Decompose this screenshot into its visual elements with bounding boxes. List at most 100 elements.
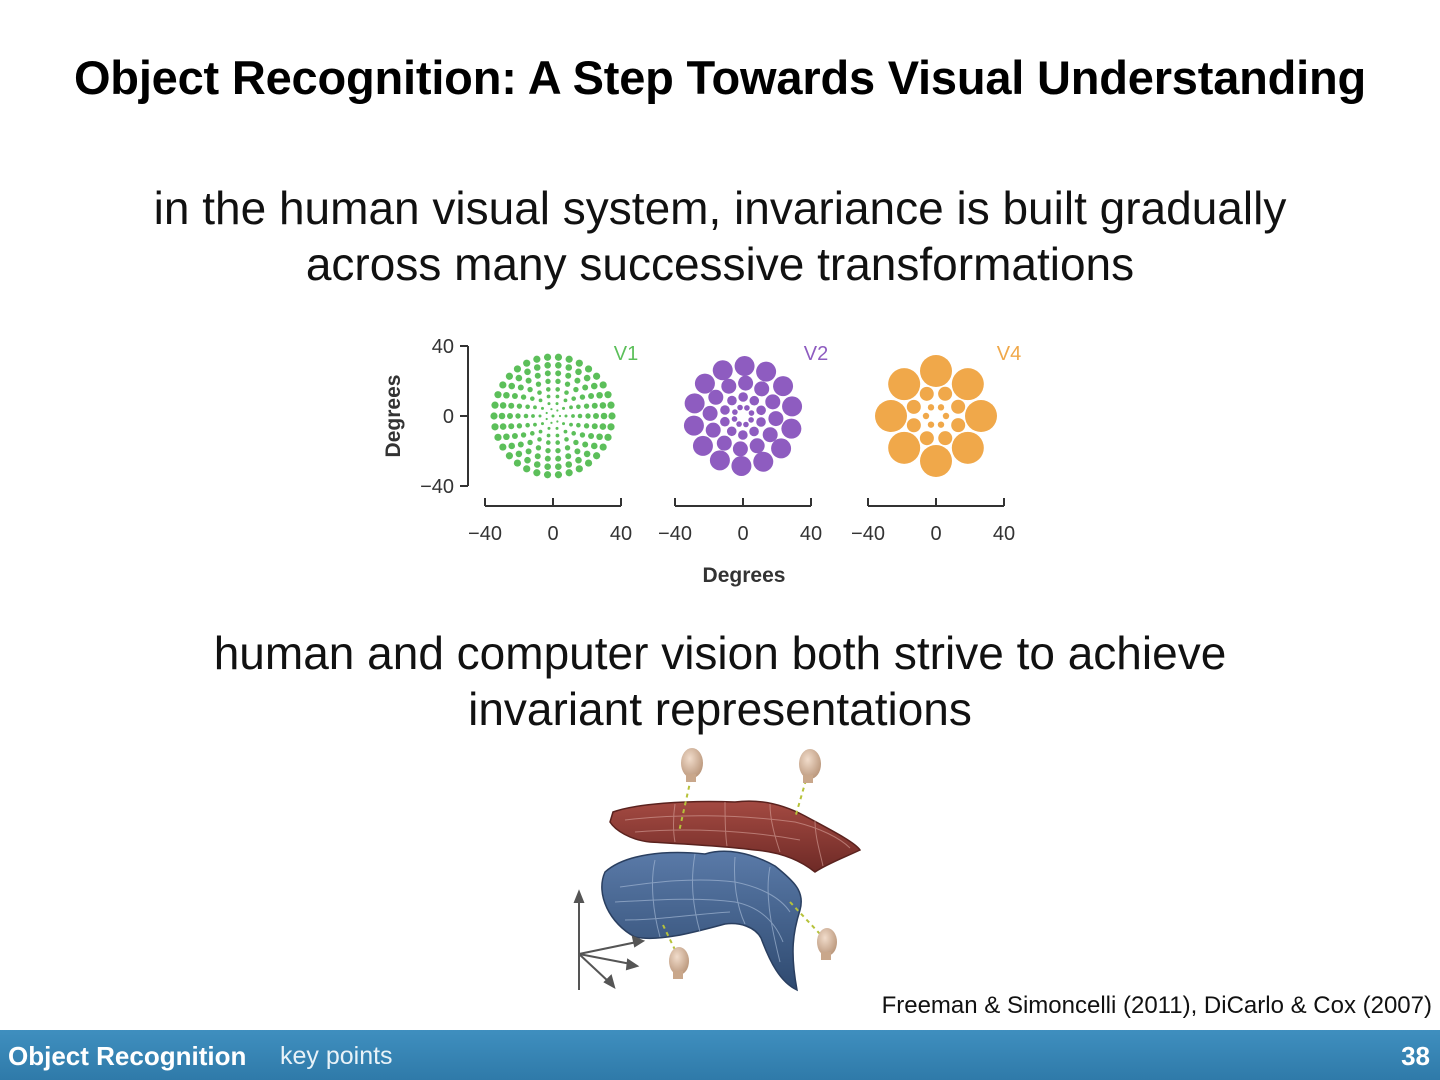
receptive-field-dot	[569, 423, 573, 427]
receptive-field-dot	[500, 423, 507, 430]
receptive-field-dot	[524, 457, 531, 464]
receptive-field-dot	[523, 465, 530, 472]
receptive-field-dot	[508, 423, 514, 429]
receptive-field-dot	[544, 463, 551, 470]
receptive-field-dot	[491, 423, 498, 430]
receptive-field-dot	[545, 379, 550, 384]
receptive-field-dot	[765, 394, 780, 409]
receptive-field-dot	[514, 365, 521, 372]
receptive-field-dot	[727, 396, 737, 406]
x-tick-label: −40	[658, 523, 692, 545]
receptive-field-dot	[565, 453, 571, 459]
receptive-field-dot	[547, 427, 550, 430]
citation-credit: Freeman & Simoncelli (2011), DiCarlo & C…	[882, 992, 1432, 1020]
receptive-field-dot	[952, 432, 984, 464]
receptive-field-dot	[555, 440, 560, 445]
receptive-field-dot	[571, 396, 576, 401]
receptive-field-dot	[607, 402, 614, 409]
receptive-field-dot	[920, 387, 934, 401]
receptive-field-dot	[578, 414, 583, 419]
receptive-field-dot	[535, 453, 541, 459]
face-head-icon	[817, 928, 837, 960]
receptive-field-dot	[695, 374, 715, 394]
receptive-field-dot	[771, 438, 791, 458]
receptive-field-dot	[608, 412, 615, 419]
paragraph-line: in the human visual system, invariance i…	[0, 180, 1440, 236]
receptive-field-dot	[555, 379, 560, 384]
receptive-field-dot	[907, 400, 921, 414]
receptive-field-dot	[749, 396, 759, 406]
receptive-field-dot	[573, 387, 578, 392]
receptive-field-dot	[720, 405, 730, 415]
footer-subtitle: key points	[280, 1042, 393, 1071]
receptive-field-dot	[556, 395, 560, 399]
receptive-field-dot	[490, 412, 497, 419]
receptive-field-dot	[546, 387, 551, 392]
receptive-field-dot	[585, 413, 590, 418]
receptive-field-dot	[562, 422, 565, 425]
receptive-field-dot	[588, 433, 594, 439]
receptive-field-dot	[721, 379, 736, 394]
area-label: V1	[614, 343, 638, 365]
receptive-field-dot	[585, 365, 592, 372]
receptive-field-dot	[541, 422, 544, 425]
receptive-field-dot	[604, 434, 611, 441]
receptive-field-dot	[534, 461, 541, 468]
receptive-field-dot	[952, 368, 984, 400]
receptive-field-dot	[521, 432, 526, 437]
receptive-field-dot	[555, 370, 561, 376]
receptive-field-dot	[943, 413, 949, 419]
receptive-field-dot	[763, 427, 778, 442]
receptive-field-dot	[539, 430, 543, 434]
receptive-field-dot	[491, 402, 498, 409]
receptive-field-dot	[888, 368, 920, 400]
receptive-field-dot	[753, 452, 773, 472]
receptive-field-dot	[507, 413, 513, 419]
x-tick-label: 40	[800, 523, 822, 545]
receptive-field-dot	[517, 403, 522, 408]
receptive-field-dot	[555, 456, 561, 462]
receptive-field-dot	[556, 402, 559, 405]
manifold-illustration	[565, 742, 875, 997]
receptive-field-dot	[748, 417, 754, 423]
receptive-field-dot	[749, 410, 755, 416]
receptive-field-dot	[544, 471, 551, 478]
receptive-field-dot	[545, 456, 551, 462]
receptive-field-dot	[546, 418, 548, 420]
receptive-field-dot	[585, 459, 592, 466]
receptive-field-dot	[535, 373, 541, 379]
receptive-field-dot	[541, 407, 544, 410]
receptive-field-dot	[584, 403, 589, 408]
face-head-icon	[669, 947, 689, 979]
receptive-field-dot	[593, 373, 600, 380]
area-label: V4	[997, 343, 1021, 365]
receptive-field-dot	[938, 431, 952, 445]
paragraph-line: human and computer vision both strive to…	[0, 625, 1440, 681]
receptive-field-dot	[555, 448, 560, 453]
receptive-field-dot	[556, 434, 560, 438]
receptive-field-dot	[516, 451, 523, 458]
y-axis-label: Degrees	[382, 375, 405, 458]
receptive-field-dot	[546, 440, 551, 445]
x-tick-label: 0	[737, 523, 748, 545]
receptive-field-dot	[547, 402, 550, 405]
receptive-field-dot	[782, 396, 802, 416]
receptive-field-dot	[600, 443, 607, 450]
receptive-field-dot	[600, 423, 607, 430]
receptive-field-dot	[555, 354, 562, 361]
receptive-field-dot	[565, 373, 571, 379]
receptive-field-dot	[607, 423, 614, 430]
receptive-field-dot	[584, 423, 589, 428]
receptive-field-dot	[565, 381, 570, 386]
receptive-field-dot	[534, 364, 541, 371]
receptive-field-dot	[531, 414, 535, 418]
receptive-field-dot	[732, 409, 738, 415]
receptive-field-dot	[517, 423, 522, 428]
receptive-field-dot	[555, 471, 562, 478]
receptive-field-dot	[494, 434, 501, 441]
receptive-field-dot	[600, 402, 607, 409]
receptive-field-dot	[713, 360, 733, 380]
receptive-field-dot	[508, 383, 515, 390]
receptive-field-dot	[575, 457, 582, 464]
receptive-field-dot	[527, 440, 532, 445]
